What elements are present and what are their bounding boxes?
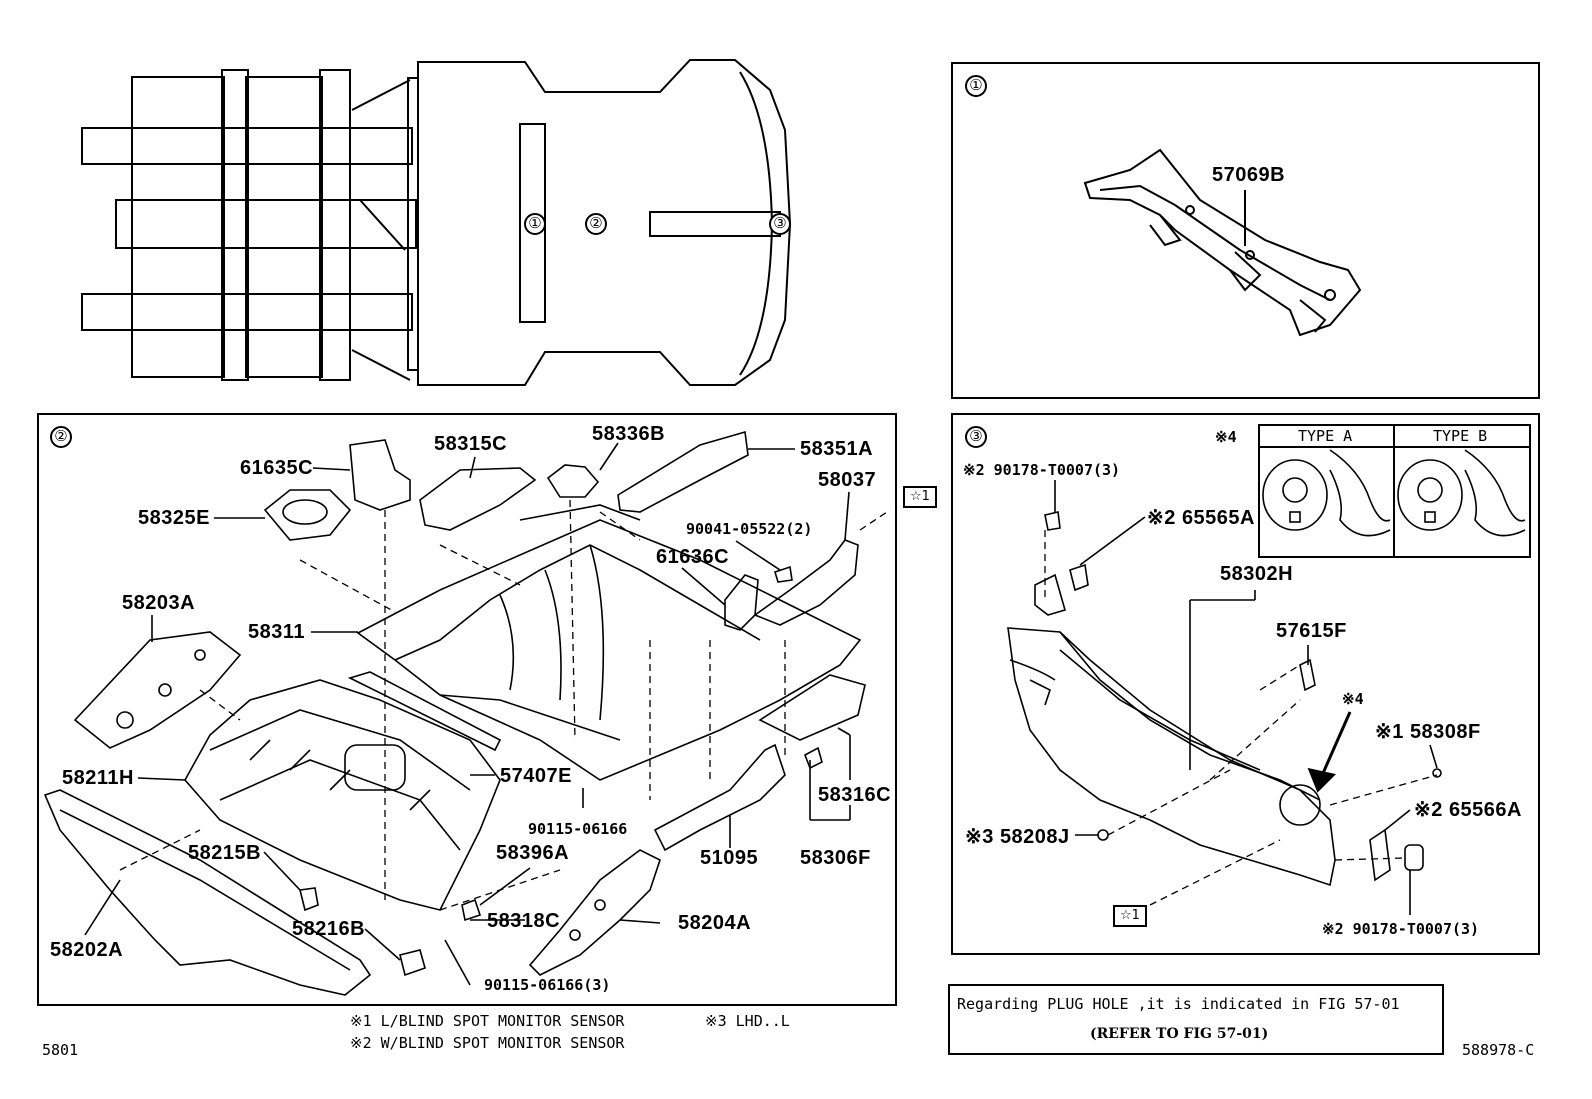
- panel-3-frame: [951, 413, 1540, 955]
- part-label-90178-T0007-top[interactable]: ※2 90178-T0007(3): [963, 461, 1121, 479]
- part-label-65566A[interactable]: ※2 65566A: [1414, 799, 1522, 821]
- part-label-58311[interactable]: 58311: [248, 621, 306, 643]
- rear-floor-exploded-drawing: [43, 430, 866, 996]
- crossmember-57069B-drawing: [1083, 148, 1362, 337]
- part-label-58318C[interactable]: 58318C: [487, 910, 561, 932]
- type-box-divider: [1393, 424, 1395, 558]
- overview-chassis: [81, 59, 792, 386]
- plug-hole-note-line1: Regarding PLUG HOLE ,it is indicated in …: [957, 995, 1400, 1013]
- panel3-guide-lines: [1044, 530, 1438, 906]
- panel-1-frame: [951, 62, 1540, 399]
- part-label-61635C[interactable]: 61635C: [240, 457, 314, 479]
- part-label-65565A[interactable]: ※2 65565A: [1147, 507, 1255, 529]
- diagram-id: 588978-C: [1462, 1041, 1535, 1059]
- part-label-58315C[interactable]: 58315C: [434, 433, 508, 455]
- overview-marker-3[interactable]: ③: [769, 213, 791, 235]
- overview-marker-2[interactable]: ②: [585, 213, 607, 235]
- page-ref: 5801: [42, 1041, 79, 1059]
- part-label-58216B[interactable]: 58216B: [292, 918, 366, 940]
- panel2-leader-lines: [84, 442, 851, 986]
- overview-marker-1[interactable]: ①: [524, 213, 546, 235]
- type-b-grommet-drawing: [1397, 449, 1526, 537]
- part-label-58396A[interactable]: 58396A: [496, 842, 570, 864]
- type-b-label[interactable]: TYPE B: [1433, 427, 1488, 445]
- panel-2-star-ref[interactable]: ☆1: [903, 486, 937, 508]
- panel3-small-parts: [1034, 511, 1442, 882]
- part-label-58215B[interactable]: 58215B: [188, 842, 262, 864]
- type-callout-note: ※4: [1342, 690, 1364, 708]
- panel-2-marker: ②: [50, 426, 72, 448]
- type-box-note: ※4: [1215, 428, 1237, 446]
- part-label-90178-T0007-bottom[interactable]: ※2 90178-T0007(3): [1322, 920, 1480, 938]
- rear-panel-58302H-drawing: [1007, 627, 1336, 887]
- part-label-90115-06166[interactable]: 90115-06166: [528, 820, 628, 838]
- type-a-grommet-drawing: [1262, 449, 1391, 537]
- part-label-90115-06166-3[interactable]: 90115-06166(3): [484, 976, 611, 994]
- part-label-58306F[interactable]: 58306F: [800, 847, 871, 869]
- part-label-58202A[interactable]: 58202A: [50, 939, 124, 961]
- part-label-57615F[interactable]: 57615F: [1276, 620, 1347, 642]
- part-label-58308F[interactable]: ※1 58308F: [1375, 721, 1481, 743]
- plug-hole-note-box: [948, 984, 1444, 1055]
- part-label-61636C[interactable]: 61636C: [656, 546, 730, 568]
- panel-3-marker: ③: [965, 426, 987, 448]
- part-label-58316C[interactable]: 58316C: [818, 784, 892, 806]
- footnote-3: ※3 LHD..L: [705, 1012, 790, 1030]
- part-label-58302H[interactable]: 58302H: [1220, 563, 1294, 585]
- part-label-51095[interactable]: 51095: [700, 847, 759, 869]
- panel-3-star-ref[interactable]: ☆1: [1113, 905, 1147, 927]
- panel3-leader-lines: [1054, 480, 1438, 915]
- type-a-label[interactable]: TYPE A: [1298, 427, 1353, 445]
- part-label-57407E[interactable]: 57407E: [500, 765, 572, 787]
- part-label-90041-05522[interactable]: 90041-05522(2): [686, 520, 813, 538]
- plug-hole-note-line2[interactable]: (REFER TO FIG 57-01): [1090, 1026, 1269, 1042]
- footnote-1: ※1 L/BLIND SPOT MONITOR SENSOR: [350, 1012, 625, 1030]
- part-label-58203A[interactable]: 58203A: [122, 592, 196, 614]
- type-box-header-line: [1258, 446, 1531, 448]
- part-label-58325E[interactable]: 58325E: [138, 507, 210, 529]
- part-label-58037[interactable]: 58037: [818, 469, 877, 491]
- type-arrow: [1307, 711, 1352, 793]
- part-label-57069B[interactable]: 57069B: [1212, 164, 1286, 186]
- footnote-2: ※2 W/BLIND SPOT MONITOR SENSOR: [350, 1034, 625, 1052]
- part-label-58351A[interactable]: 58351A: [800, 438, 874, 460]
- part-label-58204A[interactable]: 58204A: [678, 912, 752, 934]
- part-label-58211H[interactable]: 58211H: [62, 767, 134, 789]
- part-label-58336B[interactable]: 58336B: [592, 423, 666, 445]
- panel-2-frame: [37, 413, 897, 1006]
- part-label-58208J[interactable]: ※3 58208J: [965, 826, 1070, 848]
- panel-1-marker: ①: [965, 75, 987, 97]
- panel2-guide-lines: [119, 499, 891, 911]
